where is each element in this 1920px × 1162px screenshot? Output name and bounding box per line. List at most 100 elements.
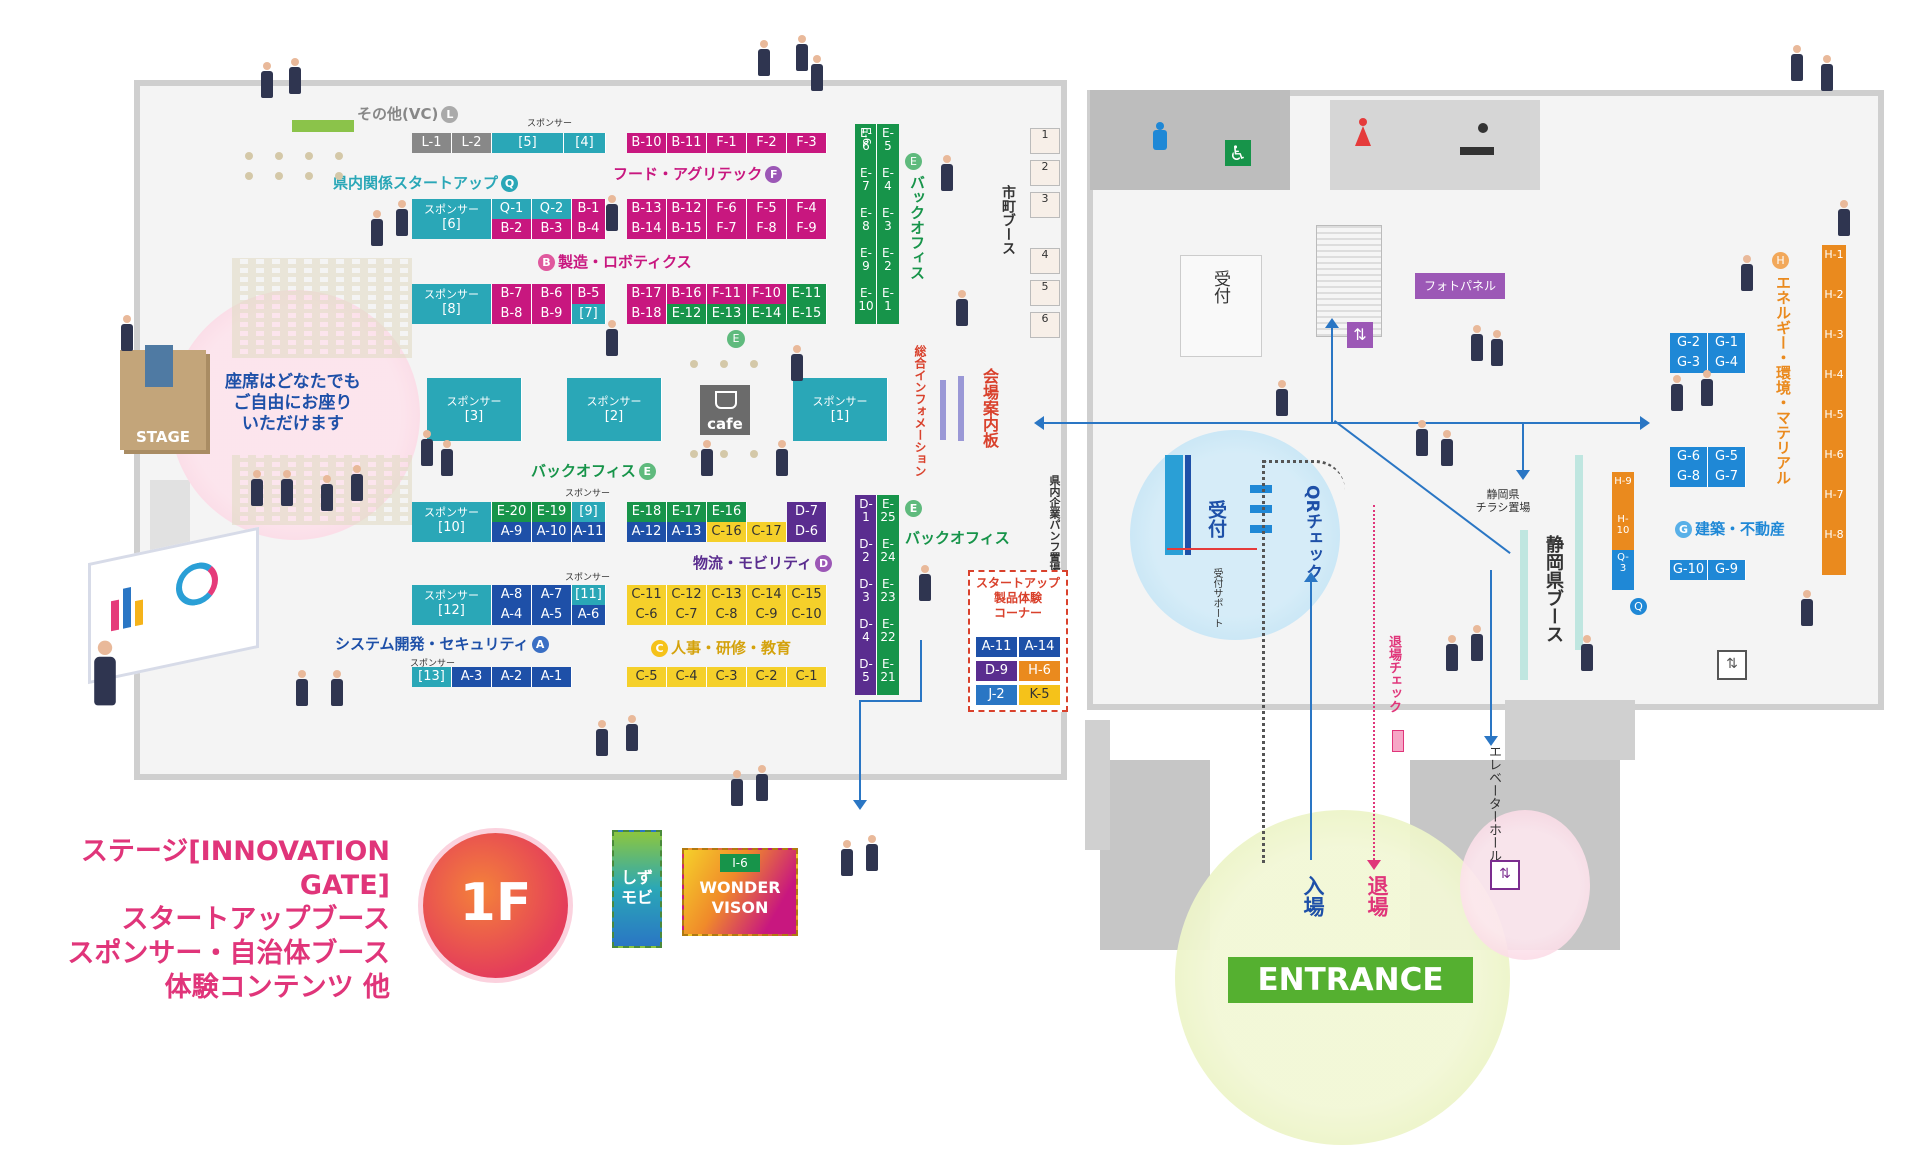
arrow-elevator-line [1490, 570, 1492, 738]
booth-column-e-top: E-6 [855, 124, 899, 324]
booth-c12: C-12 [667, 585, 707, 605]
sponsor-caption-4: スポンサー [410, 659, 456, 669]
booth-e6-label: E-6 [860, 126, 872, 153]
person-figure [1820, 55, 1834, 91]
booth-column-h: H-1 H-2 H-3 H-4 H-5 H-6 H-7 H-8 [1822, 245, 1846, 575]
booth-e23-label: E-23 [880, 577, 896, 604]
category-system-dev-label: システム開発・セキュリティ [335, 635, 529, 653]
booth-f8: F-8 [747, 219, 787, 239]
wonder-vison-line-1: WONDER [699, 878, 781, 897]
seating-note: 座席はどなたでも ご自由にお座り いただけます [225, 372, 361, 435]
booth-f2: F-2 [747, 133, 787, 153]
person-figure [1700, 370, 1714, 406]
booth-h2: H-2 [1824, 288, 1844, 301]
person-figure [1415, 420, 1429, 456]
booth-g2: G-2 [1670, 333, 1708, 353]
floor-badge: 1F [423, 833, 568, 978]
booth-d3-label: D-3 [859, 577, 873, 604]
sponsor-2: スポンサー[2] [567, 378, 662, 441]
sponsor-7: [7] [572, 304, 606, 324]
booth-a2: A-2 [492, 667, 532, 687]
photo-panel: フォトパネル [1415, 273, 1505, 299]
person-figure [1837, 200, 1851, 236]
category-e-marker: E [727, 330, 745, 348]
reception-support-label: 受付サポート [1211, 568, 1222, 628]
booth-a9: A-9 [492, 522, 532, 542]
booth-g8: G-8 [1670, 467, 1708, 487]
sponsor-8-caption: スポンサー [424, 288, 479, 301]
booth-c14: C-14 [747, 585, 787, 605]
mens-restroom-icon [1152, 122, 1168, 152]
elevator-highlight [1460, 810, 1590, 960]
experience-title-3: コーナー [993, 606, 1042, 620]
city-booth-2: 2 [1030, 160, 1060, 186]
reception-counter-top [1180, 255, 1262, 357]
booth-a10: A-10 [532, 522, 572, 542]
sponsor-caption-2: スポンサー [565, 489, 611, 499]
exit-arrow-head [1367, 860, 1381, 870]
booth-c8: C-8 [707, 605, 747, 625]
booth-b17: B-17 [627, 284, 667, 304]
city-booth-6: 6 [1030, 312, 1060, 338]
booth-c7: C-7 [667, 605, 707, 625]
wonder-vison-area: I-6 WONDER VISON [682, 848, 798, 936]
venue-guide-label: 会場案内板 [980, 368, 999, 448]
qr-gate-1 [1250, 485, 1272, 493]
stage-label: STAGE [135, 428, 191, 446]
arrow-entrance-head [1304, 572, 1318, 582]
sponsor-3: スポンサー[3] [427, 378, 522, 441]
person-figure [730, 770, 744, 806]
experience-h6: H-6 [1019, 661, 1061, 681]
category-system-dev-letter: A [531, 636, 549, 653]
booth-b4: B-4 [572, 219, 606, 239]
sponsor-10-number: [10] [438, 520, 465, 535]
booth-f1: F-1 [707, 133, 747, 153]
booth-b2: B-2 [492, 219, 532, 239]
desc-line-1: ステージ[INNOVATION GATE] [80, 836, 390, 901]
booth-c5: C-5 [627, 667, 667, 687]
booth-column-h2-labels: H-9 H-10 Q-3 [1614, 476, 1632, 590]
person-figure [1580, 635, 1594, 671]
booth-e21-label: E-21 [880, 657, 896, 684]
booth-b10: B-10 [627, 133, 667, 153]
category-vc-label: その他(VC) [357, 105, 439, 123]
elevator-hall-label: エレベーターホール [1486, 745, 1501, 862]
category-manufacturing-label: 製造・ロボティクス [558, 253, 692, 271]
category-q-marker: Q [1630, 598, 1647, 615]
sponsor-3-caption: スポンサー [446, 395, 502, 408]
person-figure [260, 62, 274, 98]
booth-b6: B-6 [532, 284, 572, 304]
category-architecture-letter: G [1675, 521, 1692, 538]
person-figure [1790, 45, 1804, 81]
reception-desk-edge [1185, 455, 1191, 555]
shizumobi-line-1: しず [621, 868, 653, 887]
booth-q3-bg [1612, 550, 1634, 590]
reception-desk [1165, 455, 1183, 555]
booth-c6: C-6 [627, 605, 667, 625]
sponsor-3-number: [3] [464, 409, 484, 424]
route-line-2 [859, 700, 921, 702]
booth-e22-label: E-22 [880, 617, 896, 644]
booth-a13: A-13 [667, 522, 707, 542]
sponsor-10: スポンサー[10] [412, 502, 492, 542]
sponsor-13: [13] [412, 667, 452, 687]
booth-d5-label: D-5 [859, 657, 873, 684]
booth-e15: E-15 [787, 304, 827, 324]
qr-gate-2 [1250, 505, 1272, 513]
person-figure [940, 155, 954, 191]
category-backoffice-2-letter: E [905, 153, 922, 170]
podium [145, 345, 173, 387]
booth-f9: F-9 [787, 219, 827, 239]
booth-c10: C-10 [787, 605, 827, 625]
person-figure [280, 470, 294, 506]
shizumobi-area: しず モビ [612, 830, 662, 948]
category-food-letter: F [765, 166, 783, 183]
category-food-label: フード・アグリテック [613, 165, 763, 183]
category-manufacturing-letter: B [538, 254, 555, 271]
person-figure [840, 840, 854, 876]
